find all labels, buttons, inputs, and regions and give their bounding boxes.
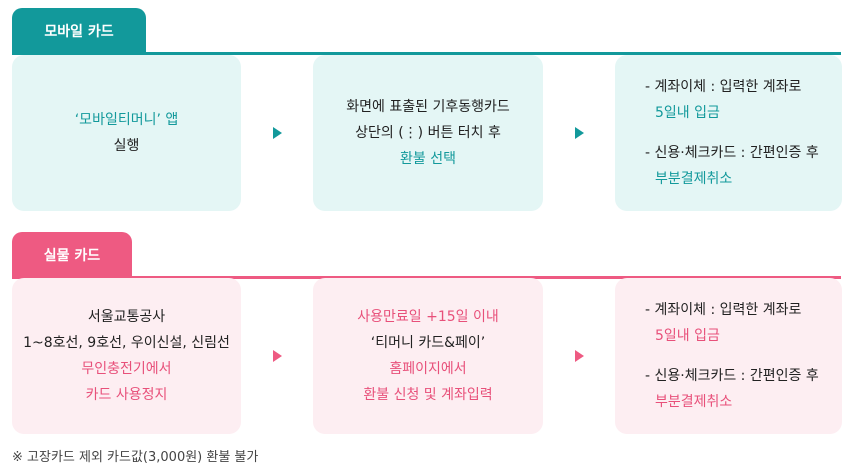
physical-step-3: - 계좌이체 : 입력한 계좌로 5일내 입금 - 신용·체크카드 : 간편인증… <box>615 278 842 434</box>
physical-step-1-line-4: 카드 사용정지 <box>85 387 168 403</box>
tab-physical-card[interactable]: 실물 카드 <box>12 232 132 278</box>
physical-step-1-line-2: 1~8호선, 9호선, 우이신설, 신림선 <box>23 335 230 351</box>
refund-transfer-value: 5일내 입금 <box>655 328 720 344</box>
refund-card-label: - 신용·체크카드 : 간편인증 후 <box>645 368 819 384</box>
mobile-step-2-line-2: 상단의 (⋮) 버튼 터치 후 <box>355 125 501 141</box>
refund-card-value: 부분결제취소 <box>655 394 733 410</box>
mobile-step-2-line-3: 환불 선택 <box>400 151 456 167</box>
physical-step-2-line-3: 홈페이지에서 <box>389 361 467 377</box>
mobile-step-3: - 계좌이체 : 입력한 계좌로 5일내 입금 - 신용·체크카드 : 간편인증… <box>615 55 842 211</box>
mobile-step-1: ‘모바일티머니’ 앱 실행 <box>12 55 241 211</box>
refund-card-label: - 신용·체크카드 : 간편인증 후 <box>645 145 819 161</box>
physical-step-1: 서울교통공사 1~8호선, 9호선, 우이신설, 신림선 무인충전기에서 카드 … <box>12 278 241 434</box>
arrow-right-icon <box>273 127 282 139</box>
physical-step-2-line-2: ‘티머니 카드&페이’ <box>370 335 486 351</box>
mobile-step-2: 화면에 표출된 기후동행카드 상단의 (⋮) 버튼 터치 후 환불 선택 <box>313 55 543 211</box>
arrow-right-icon <box>575 350 584 362</box>
mobile-step-1-action: 실행 <box>113 138 140 154</box>
refund-card-value: 부분결제취소 <box>655 171 733 187</box>
physical-step-1-line-3: 무인충전기에서 <box>81 361 172 377</box>
physical-section-divider <box>12 276 841 279</box>
mobile-step-2-line-1: 화면에 표출된 기후동행카드 <box>346 99 510 115</box>
physical-step-2-line-4: 환불 신청 및 계좌입력 <box>363 387 493 403</box>
arrow-right-icon <box>273 350 282 362</box>
arrow-right-icon <box>575 127 584 139</box>
mobile-step-1-app-name: ‘모바일티머니’ 앱 <box>74 112 179 128</box>
refund-transfer-label: - 계좌이체 : 입력한 계좌로 <box>645 302 802 318</box>
mobile-section-divider <box>12 52 841 55</box>
footnote: ※ 고장카드 제외 카드값(3,000원) 환불 불가 <box>12 450 259 465</box>
tab-mobile-card[interactable]: 모바일 카드 <box>12 8 146 54</box>
physical-step-2: 사용만료일 +15일 이내 ‘티머니 카드&페이’ 홈페이지에서 환불 신청 및… <box>313 278 543 434</box>
physical-step-1-line-1: 서울교통공사 <box>87 309 166 325</box>
physical-step-2-line-1: 사용만료일 +15일 이내 <box>357 309 499 325</box>
refund-transfer-label: - 계좌이체 : 입력한 계좌로 <box>645 79 802 95</box>
refund-transfer-value: 5일내 입금 <box>655 105 720 121</box>
